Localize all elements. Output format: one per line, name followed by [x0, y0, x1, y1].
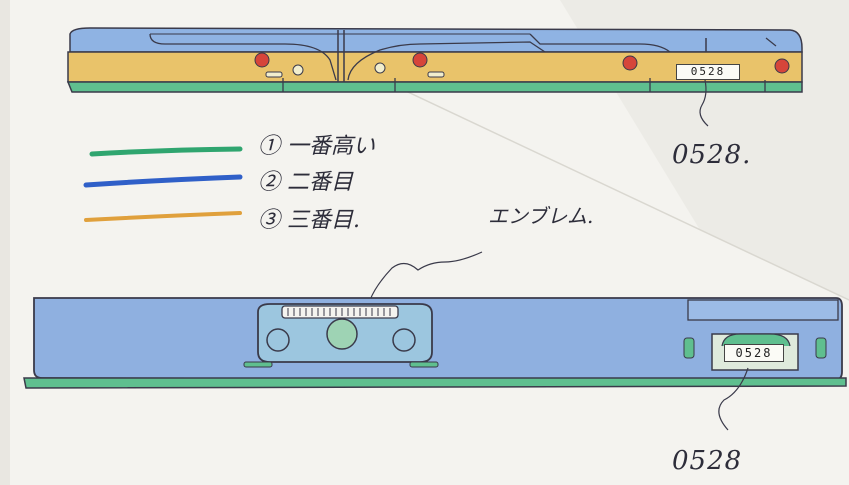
emblem-label: エンブレム. — [488, 204, 594, 228]
headlamp-left — [266, 328, 290, 352]
lamp-1 — [254, 52, 270, 68]
legend-item-1: ① 一番高い — [258, 134, 376, 159]
marker-light-right — [815, 337, 827, 359]
lamp-3 — [622, 55, 638, 71]
lamp-2 — [412, 52, 428, 68]
bottom-skirt — [23, 377, 847, 389]
top-skirt — [66, 81, 803, 93]
marker-light-left — [683, 337, 695, 359]
top-plate-callout: 0528. — [672, 140, 752, 170]
legend-swatch-green — [89, 146, 243, 157]
bottom-number-plate: 0528 — [724, 344, 784, 362]
headlamp-right — [392, 328, 416, 352]
lamp-4 — [774, 58, 790, 74]
emblem-slots — [281, 305, 399, 319]
legend-swatch-blue — [83, 174, 243, 188]
emblem-center — [326, 318, 358, 350]
bottom-plate-callout: 0528 — [672, 446, 743, 476]
top-number-plate: 0528 — [676, 64, 740, 80]
legend-item-2: ② 二番目 — [258, 170, 354, 195]
legend-swatch-orange — [84, 211, 242, 222]
legend-item-3: ③ 三番目. — [258, 208, 361, 233]
